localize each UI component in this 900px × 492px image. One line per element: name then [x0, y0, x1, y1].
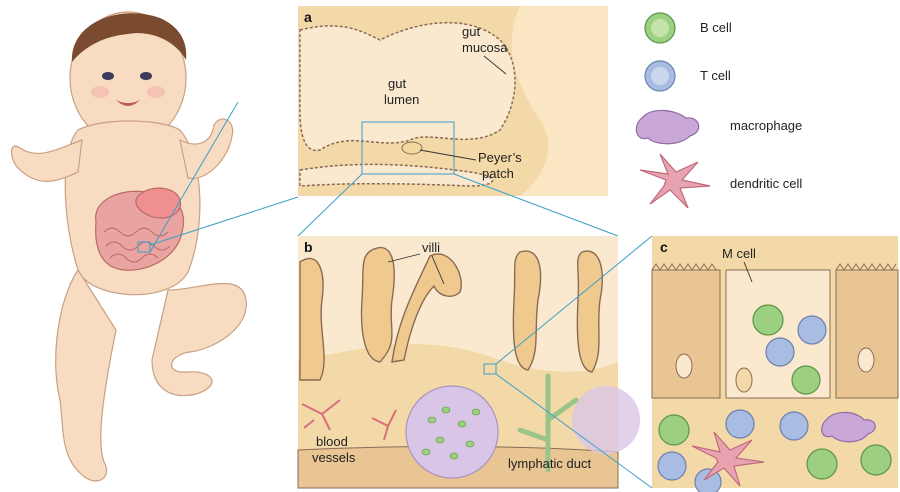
legend-label: macrophage — [730, 118, 802, 133]
baby-right-arm — [179, 118, 234, 180]
gut-mucosa-label-line2: mucosa — [462, 40, 508, 55]
zoom-guide-line — [149, 196, 299, 246]
villi-label: villi — [422, 240, 440, 255]
blood-vessels-drawing — [301, 399, 397, 441]
dendritic-cell-icon — [639, 153, 711, 209]
panel-c: c M cell — [651, 236, 899, 492]
macrophage-icon — [635, 109, 700, 145]
legend-item-macrophage: macrophage — [635, 109, 802, 145]
legend-label: dendritic cell — [730, 176, 802, 191]
villus — [576, 250, 603, 373]
nucleus — [675, 353, 693, 379]
panel-c-letter: c — [660, 239, 668, 255]
zoom-guide-line — [495, 235, 653, 365]
legend-item-b-cell: B cell — [644, 12, 732, 44]
lymphoid-follicle-secondary — [572, 386, 640, 454]
epithelial-cell — [651, 269, 721, 399]
peyers-patch-label-line2: patch — [482, 166, 514, 181]
epithelial-cell — [835, 269, 899, 399]
villus — [512, 250, 542, 371]
nucleus — [857, 347, 875, 373]
baby-left-leg — [55, 268, 117, 482]
macrophage-in-panel — [821, 411, 876, 443]
zoom-guide-line — [495, 373, 653, 489]
gut-lumen-label-line2: lumen — [384, 92, 419, 107]
baby-stomach — [135, 187, 182, 219]
baby-hair — [71, 13, 187, 62]
baby-illustration — [10, 11, 247, 482]
baby-right-eye — [140, 72, 152, 80]
villus — [360, 247, 395, 363]
panel-a-letter: a — [304, 9, 312, 25]
villus — [391, 253, 462, 363]
panel-a: a gut mucosa gut lumen Peyer’s patch — [298, 6, 608, 196]
lymphatic-duct-drawing — [517, 373, 579, 473]
zoom-guide-line — [453, 173, 619, 237]
zoom-guide-line — [149, 101, 239, 253]
panel-b: b villi blood vessels lymphatic duct — [297, 236, 640, 489]
baby-right-cheek — [147, 86, 165, 98]
nucleus — [735, 367, 753, 393]
legend-label: B cell — [700, 20, 732, 35]
baby-left-eye — [102, 72, 114, 80]
zoom-guide-line — [297, 173, 363, 237]
legend-item-t-cell: T cell — [644, 60, 731, 92]
villus — [299, 257, 325, 381]
panel-b-letter: b — [304, 239, 313, 255]
blood-vessels-label-line1: blood — [316, 434, 348, 449]
panel-a-zoom-box — [361, 121, 455, 175]
m-cell-label: M cell — [722, 246, 756, 261]
microvilli — [651, 263, 897, 271]
panel-b-zoom-box — [483, 363, 497, 375]
gut-mucosa-label-line1: gut — [462, 24, 480, 39]
peyers-patch-mark — [401, 141, 423, 155]
gut-lower-lumen — [299, 163, 493, 187]
panel-a-mucosa-right — [511, 6, 608, 196]
baby-zoom-box — [137, 241, 151, 253]
baby-mouth — [116, 100, 140, 106]
lymphatic-duct-label: lymphatic duct — [508, 456, 591, 471]
baby-right-leg — [151, 282, 247, 396]
baby-left-cheek — [91, 86, 109, 98]
dendritic-cell-in-panel — [691, 431, 765, 487]
legend-label: T cell — [700, 68, 731, 83]
peyers-patch-label-line1: Peyer’s — [478, 150, 522, 165]
baby-left-arm — [10, 139, 83, 182]
cell-legend: B cell T cell macrophage dendritic cell — [635, 12, 802, 209]
legend-item-dendritic-cell: dendritic cell — [639, 153, 802, 209]
gut-lumen-label-line1: gut — [388, 76, 406, 91]
gut-lumen-shape — [299, 22, 516, 152]
blood-vessels-label-line2: vessels — [312, 450, 356, 465]
lymphoid-follicle — [405, 385, 499, 479]
